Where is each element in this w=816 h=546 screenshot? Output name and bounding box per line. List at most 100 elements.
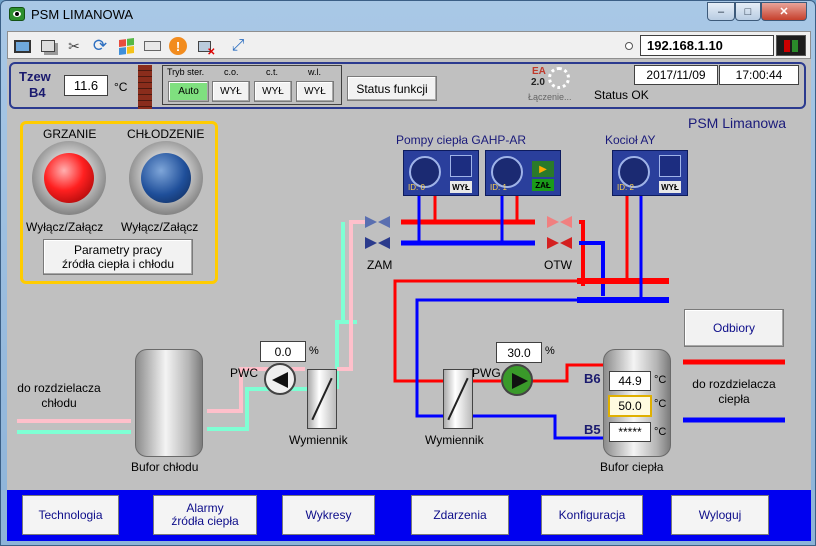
fan-icon (491, 156, 523, 188)
mid-value[interactable]: 50.0 (608, 395, 652, 417)
hx2-label: Wymiennik (425, 433, 484, 447)
b5-label: B5 (584, 422, 601, 437)
keyboard-icon[interactable] (142, 36, 162, 56)
connection-radio-icon (625, 42, 633, 50)
content-area: Tzew B4 11.6 °C Tryb ster. c.o. c.t. w.l… (7, 59, 811, 541)
date-field: 2017/11/09 (634, 65, 718, 85)
disconnect-icon[interactable]: ✕ (194, 36, 216, 58)
b5-value: ***** (609, 422, 651, 442)
nav-wykresy[interactable]: Wykresy (282, 495, 375, 535)
otw-valve-top-icon[interactable] (547, 214, 573, 230)
cooling-label: CHŁODZENIE (127, 127, 205, 141)
nav-alarmy[interactable]: Alarmy źródła ciepła (153, 495, 257, 535)
pwg-label: PWG (472, 366, 501, 380)
minimize-button[interactable]: – (707, 2, 735, 21)
fan-icon (409, 156, 441, 188)
time-field: 17:00:44 (719, 65, 799, 85)
b4-label: B4 (29, 85, 46, 100)
toolbar: ✂ ⟳ ! ✕ ⤢ 192.168.1.10 (7, 31, 811, 59)
co-label: c.o. (224, 67, 239, 77)
heat-pumps-title: Pompy ciepła GAHP-AR (396, 133, 527, 147)
ip-address-field[interactable]: 192.168.1.10 (640, 35, 774, 56)
cold-from-buffer (473, 414, 603, 440)
boiler-state: WYŁ (659, 181, 681, 193)
mid-unit: °C (654, 398, 667, 410)
heat-cool-panel (20, 121, 218, 284)
heat-pump-2[interactable]: ▶ ID: 1 ZAŁ (485, 150, 561, 196)
zam-valve-bottom-icon[interactable] (365, 235, 391, 251)
mode-label: Tryb ster. (167, 67, 205, 77)
heating-toggle-label[interactable]: Wyłącz/Załącz (26, 220, 104, 234)
heat-pump-1[interactable]: ID: 0 WYŁ (403, 150, 479, 196)
pwc-label: PWC (230, 366, 258, 380)
title-bar: PSM LIMANOWA – □ ✕ (1, 1, 815, 29)
flame-icon: ▶ (532, 161, 554, 177)
ct-button[interactable]: WYŁ (254, 81, 292, 102)
otw-label: OTW (544, 258, 572, 272)
status-functions-button[interactable]: Status funkcji (347, 76, 437, 101)
zam-valve-top-icon[interactable] (365, 214, 391, 230)
to-cold-dist-label: do rozdzielacza chłodu (17, 381, 101, 410)
loading-spinner-icon (548, 67, 570, 89)
monitor-icon[interactable] (12, 36, 32, 56)
wl-button[interactable]: WYŁ (296, 81, 334, 102)
boiler-title: Kocioł AY (605, 133, 656, 147)
status-panel (9, 62, 806, 109)
pwg-value: 30.0 (496, 342, 542, 363)
site-title: PSM Limanowa (688, 115, 787, 131)
heat-exchanger-1 (307, 369, 337, 429)
pwc-unit: % (309, 345, 319, 357)
boiler-unit[interactable]: ID: 2 WYŁ (612, 150, 688, 196)
otw-valve-bottom-icon[interactable] (547, 235, 573, 251)
piping-diagram (17, 195, 785, 440)
connecting-label: Łączenie... (528, 92, 572, 102)
cooling-toggle-label[interactable]: Wyłącz/Załącz (121, 220, 199, 234)
boiler-id: ID: 2 (617, 183, 634, 192)
tools-icon[interactable]: ✂ (68, 37, 80, 54)
co-button[interactable]: WYŁ (212, 81, 250, 102)
ea-version: 2.0 (531, 77, 545, 88)
tzew-label: Tzew (19, 69, 51, 84)
pwc-pump-icon[interactable] (264, 363, 296, 395)
b5-unit: °C (654, 426, 667, 438)
brick-wall-icon (138, 65, 152, 109)
nav-wyloguj[interactable]: Wyloguj (671, 495, 769, 535)
heat-buffer-label: Bufor ciepła (600, 460, 664, 474)
pink-riser (337, 220, 365, 371)
pwg-unit: % (545, 345, 555, 357)
source-params-button[interactable]: Parametry pracy źródła ciepła i chłodu (43, 239, 193, 275)
status-ok-label: Status OK (594, 88, 649, 102)
odbiory-button[interactable]: Odbiory (684, 309, 784, 347)
b6-unit: °C (654, 374, 667, 386)
hot-to-buffer-2 (532, 363, 603, 383)
mode-auto-button[interactable]: Auto (168, 81, 209, 102)
fullscreen-icon[interactable]: ⤢ (231, 37, 245, 54)
close-button[interactable]: ✕ (761, 2, 807, 21)
ct-label: c.t. (266, 67, 279, 77)
to-heat-dist-label: do rozdzielacza ciepła (692, 377, 776, 406)
cold-buffer-label: Bufor chłodu (131, 460, 199, 474)
windows-logo-icon[interactable] (116, 36, 136, 56)
heating-lamp[interactable] (32, 141, 106, 215)
refresh-icon[interactable]: ⟳ (92, 36, 108, 55)
hp1-id: ID: 0 (408, 183, 425, 192)
alarm-icon[interactable]: ! (168, 36, 188, 56)
b6-label: B6 (584, 371, 601, 386)
nav-konfiguracja[interactable]: Konfiguracja (541, 495, 643, 535)
b6-value: 44.9 (609, 371, 651, 391)
cooling-lamp[interactable] (129, 141, 203, 215)
pwg-pump-icon[interactable] (501, 364, 533, 396)
maximize-button[interactable]: □ (735, 2, 761, 21)
mint-riser (335, 320, 357, 389)
nav-technologia[interactable]: Technologia (22, 495, 119, 535)
tzew-unit: °C (114, 80, 128, 94)
hp1-panel (450, 155, 472, 177)
nav-zdarzenia[interactable]: Zdarzenia (411, 495, 509, 535)
heating-label: GRZANIE (43, 127, 97, 141)
hp2-state: ZAŁ (532, 179, 554, 191)
hot-header-2 (579, 220, 585, 286)
connection-indicator-icon (776, 35, 806, 56)
hx1-label: Wymiennik (289, 433, 348, 447)
windows-icon[interactable] (38, 36, 58, 56)
